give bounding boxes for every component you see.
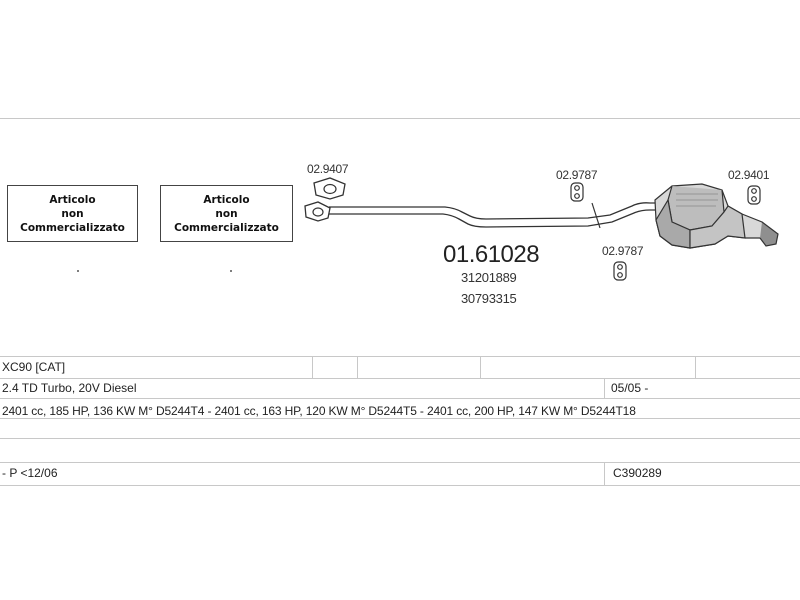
- code-rubber-mount-upper: 02.9787: [556, 168, 598, 182]
- rubber-mount-lower-icon: [613, 261, 627, 281]
- not-sold-box-2-line3: Commercializzato: [174, 221, 279, 234]
- code-flange-gasket: 02.9407: [307, 162, 349, 176]
- table-col-divider-2: [357, 356, 358, 378]
- vehicle-model: XC90 [CAT]: [2, 360, 66, 374]
- engine-specs: 2401 cc, 185 HP, 136 KW M° D5244T4 - 240…: [2, 404, 636, 418]
- code-rubber-mount-lower: 02.9787: [602, 244, 644, 258]
- table-line-3: [0, 398, 800, 399]
- marker-dot-2: [230, 270, 232, 272]
- table-col-divider-1: [312, 356, 313, 378]
- front-flange-icon: [304, 201, 331, 222]
- marker-dot-1: [77, 270, 79, 272]
- not-sold-box-1: Articolo non Commercializzato: [7, 185, 138, 242]
- table-col-divider-4: [695, 356, 696, 378]
- table-col-divider-6: [604, 462, 605, 485]
- table-line-1: [0, 356, 800, 357]
- rubber-mount-upper-icon: [570, 182, 584, 202]
- catalog-code: C390289: [613, 466, 662, 480]
- table-line-6: [0, 462, 800, 463]
- code-oem-ref-1: 31201889: [461, 270, 517, 285]
- code-oem-ref-2: 30793315: [461, 291, 517, 306]
- diagram-top-border: [0, 118, 800, 119]
- table-col-divider-5: [604, 378, 605, 398]
- table-line-4: [0, 418, 800, 419]
- exhaust-pipe: [329, 202, 660, 228]
- fitment-note: - P <12/06: [2, 466, 58, 480]
- pipe-clamp-icon: [591, 202, 601, 229]
- not-sold-box-2: Articolo non Commercializzato: [160, 185, 293, 242]
- engine-description: 2.4 TD Turbo, 20V Diesel: [2, 381, 137, 395]
- code-main-part: 01.61028: [443, 241, 540, 268]
- flange-gasket-icon: [313, 177, 346, 200]
- table-line-7: [0, 485, 800, 486]
- not-sold-box-2-line1: Articolo: [203, 193, 250, 206]
- code-rear-mount: 02.9401: [728, 168, 770, 182]
- production-date: 05/05 -: [611, 381, 649, 395]
- table-line-2: [0, 378, 800, 379]
- not-sold-box-1-line1: Articolo: [49, 193, 96, 206]
- not-sold-box-2-line2: non: [215, 207, 238, 220]
- table-col-divider-3: [480, 356, 481, 378]
- table-line-5: [0, 438, 800, 439]
- not-sold-box-1-line3: Commercializzato: [20, 221, 125, 234]
- not-sold-box-1-line2: non: [61, 207, 84, 220]
- rear-mount-icon: [747, 185, 761, 205]
- rear-silencer-icon: [654, 183, 779, 249]
